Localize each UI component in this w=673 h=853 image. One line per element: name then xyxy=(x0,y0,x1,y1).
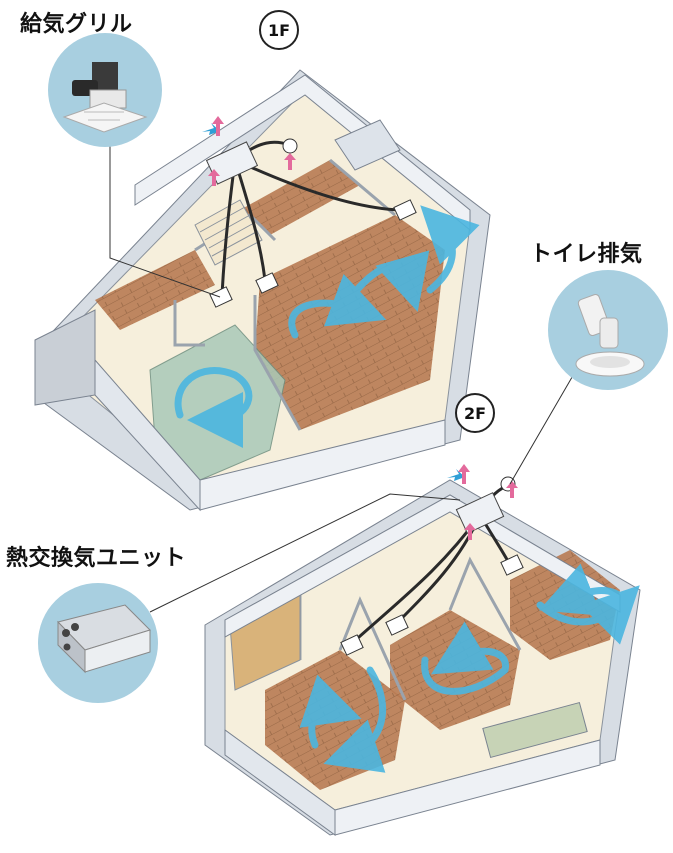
balcony-railing xyxy=(482,701,588,759)
heat-exchange-unit-label: 熱交換気ユニット xyxy=(6,546,187,571)
exhaust-marker xyxy=(282,138,298,154)
first-floor-airflow xyxy=(174,205,480,448)
outdoor-air-arrow xyxy=(202,123,220,135)
second-supply-grille-3 xyxy=(500,554,524,576)
supply-grille-photo xyxy=(48,33,162,147)
kitchen-counter xyxy=(334,119,401,171)
second-floor-plan xyxy=(204,464,641,836)
second-floor-hrv-unit xyxy=(455,492,505,534)
supply-grille-label: 給気グリル xyxy=(20,12,133,37)
callout-lines xyxy=(109,145,583,613)
veranda xyxy=(34,309,96,406)
second-supply-grille-2 xyxy=(385,614,409,636)
heat-exchange-unit-photo xyxy=(38,583,158,703)
first-floor-plan xyxy=(34,69,491,512)
supply-grille-marker xyxy=(209,286,233,308)
second-supply-grille-1 xyxy=(340,634,364,656)
floor-badge-2f: 2F xyxy=(455,393,495,433)
exhaust-air-arrow xyxy=(212,116,224,136)
corridor-wood-floor xyxy=(240,160,360,235)
second-floor-airflow xyxy=(299,563,640,773)
second-side-wall xyxy=(334,739,601,836)
supply-grille-marker-3 xyxy=(393,199,417,221)
supply-grille-marker-2 xyxy=(255,272,279,294)
hall-wood-floor xyxy=(95,250,215,330)
toilet-exhaust-photo xyxy=(548,270,668,390)
side-wall xyxy=(199,419,446,511)
toilet-exhaust-label: トイレ排気 xyxy=(530,242,643,267)
floor-badge-1f: 1F xyxy=(259,10,299,50)
